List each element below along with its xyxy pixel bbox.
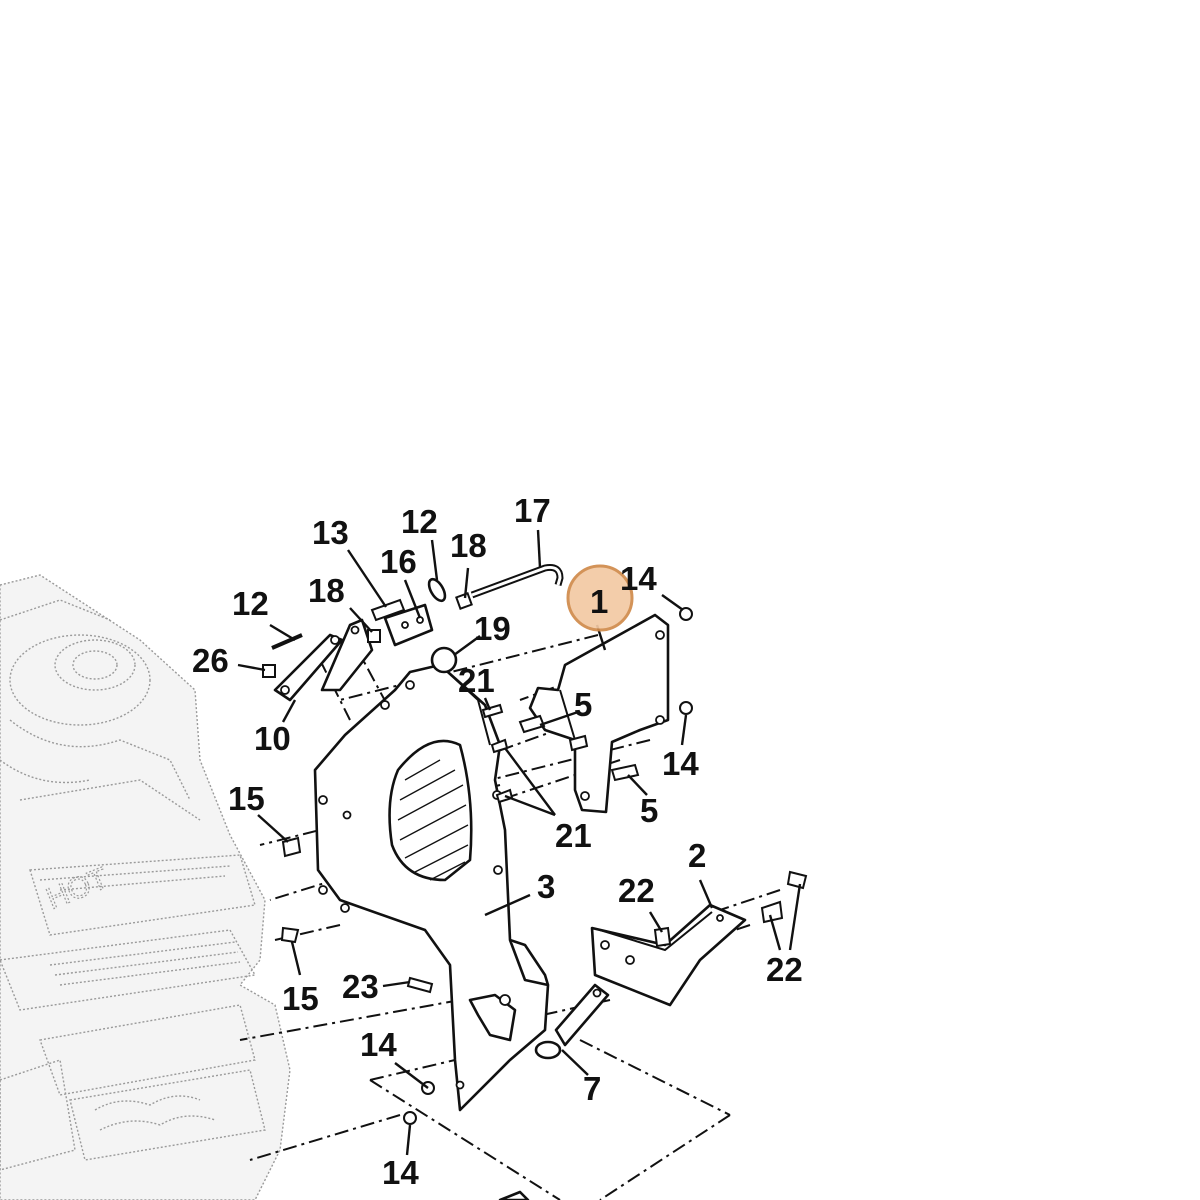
nut-icon: [262, 664, 276, 678]
callout-5: 5: [574, 686, 592, 723]
callout-17: 17: [514, 492, 551, 529]
upper-bracket-plate: [528, 613, 670, 814]
callout-2: 2: [688, 837, 706, 874]
callout-13: 13: [312, 514, 349, 551]
callout-12: 12: [401, 503, 438, 540]
callout-14: 14: [382, 1154, 419, 1191]
callout-15: 15: [282, 980, 319, 1017]
callout-15: 15: [228, 780, 265, 817]
nut-icon: [679, 701, 693, 715]
highlight-circle[interactable]: [566, 564, 634, 632]
callout-14: 14: [662, 745, 699, 782]
callout-3: 3: [537, 868, 555, 905]
callout-18: 18: [308, 572, 345, 609]
callout-14: 14: [620, 560, 657, 597]
highlight-label: 1: [590, 583, 608, 620]
callout-14: 14: [360, 1026, 397, 1063]
leader-lines: [237, 529, 802, 1156]
highlight-marker[interactable]: 1: [566, 564, 634, 632]
hardware: [262, 564, 808, 1125]
callout-22: 22: [618, 872, 655, 909]
callout-22: 22: [766, 951, 803, 988]
nut-icon: [367, 629, 381, 643]
callout-16: 16: [380, 543, 417, 580]
callout-26: 26: [192, 642, 229, 679]
nut-icon: [455, 592, 473, 610]
callout-labels: 2 3 5 5 7 10 12 12 13 14 14 14 14 15 15 …: [192, 492, 803, 1191]
callout-5: 5: [640, 792, 658, 829]
main-mounting-plate: [313, 663, 550, 1112]
callout-23: 23: [342, 968, 379, 1005]
small-angle-bracket: [534, 983, 610, 1060]
callout-10: 10: [254, 720, 291, 757]
callout-12: 12: [232, 585, 269, 622]
callout-21: 21: [458, 662, 495, 699]
callout-7: 7: [583, 1070, 601, 1107]
callout-21: 21: [555, 817, 592, 854]
engine-background: HOT: [0, 574, 291, 1200]
lower-right-bracket: [590, 903, 747, 1007]
callout-19: 19: [474, 610, 511, 647]
bottom-fragment: [498, 1190, 530, 1200]
nut-icon: [679, 607, 693, 621]
nut-icon: [403, 1111, 417, 1125]
callout-18: 18: [450, 527, 487, 564]
